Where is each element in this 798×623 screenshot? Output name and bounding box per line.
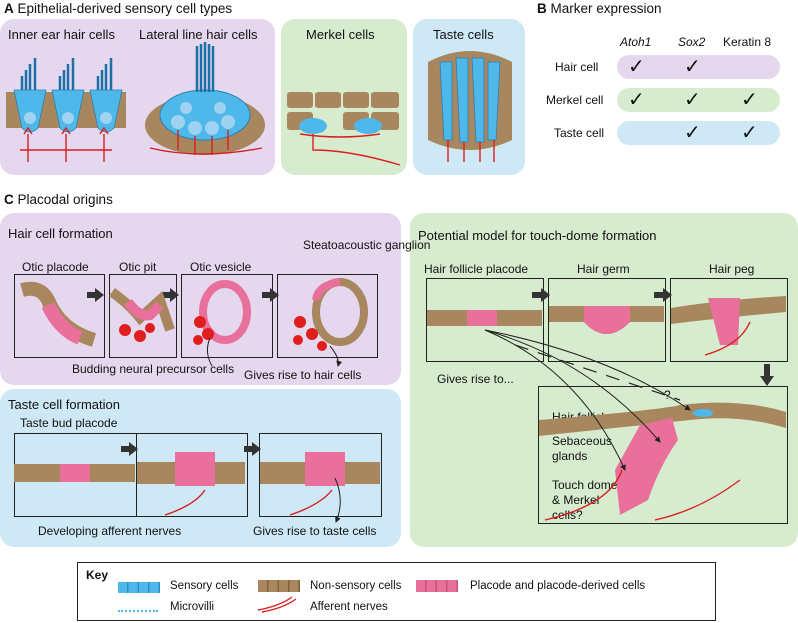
outcome-sebaceous: Sebaceous glands	[552, 434, 613, 463]
stage-otic-placode: Otic placode	[22, 260, 89, 274]
taste-stage3-box	[259, 433, 382, 517]
key-nerve-label: Afferent nerves	[310, 601, 388, 613]
annotation-budding: Budding neural precursor cells	[72, 362, 235, 376]
otic-vesicle-box	[181, 274, 273, 358]
row-label-taste: Taste cell	[554, 126, 605, 140]
otic-pit-box	[109, 274, 177, 358]
taste-cells-panel	[413, 19, 525, 175]
stage-hair-follicle-placode: Hair follicle placode	[424, 262, 529, 276]
panel-b-heading: B Marker expression	[537, 1, 662, 16]
key-microvilli-swatch	[118, 602, 158, 612]
taste-stage2-box	[136, 433, 248, 517]
lateral-line-hair-cells-label: Lateral line hair cells	[139, 27, 258, 42]
stage-hair-peg: Hair peg	[709, 262, 755, 276]
stage-taste-placode: Taste bud placode	[20, 416, 118, 430]
question-mark: ?	[664, 388, 671, 402]
marker-row-merkel	[617, 88, 780, 112]
key-nonsensory-swatch	[258, 580, 300, 592]
key-placode-label: Placode and placode-derived cells	[470, 580, 646, 592]
key-box	[77, 562, 716, 621]
hair-germ-box	[548, 278, 666, 362]
annotation-afferent: Developing afferent nerves	[38, 524, 182, 538]
check-hair-sox2: ✓	[684, 56, 701, 78]
marker-row-hair	[617, 55, 780, 79]
annotation-hair-cells: Gives rise to hair cells	[244, 368, 362, 382]
hair-cell-types-panel	[0, 19, 275, 175]
key-title: Key	[86, 568, 109, 582]
panel-c-heading: C Placodal origins	[4, 192, 113, 207]
key-sensory-label: Sensory cells	[170, 580, 239, 592]
check-merkel-keratin8: ✓	[741, 89, 758, 111]
ganglion-box	[277, 274, 378, 358]
stage-otic-pit: Otic pit	[119, 260, 157, 274]
key-placode-swatch	[416, 580, 458, 592]
taste-placode-box	[14, 433, 137, 517]
outcome-hair-follicles: Hair follicles	[552, 410, 617, 424]
hair-peg-box	[670, 278, 788, 362]
panel-a-heading: A Epithelial-derived sensory cell types	[4, 1, 233, 16]
marker-row-taste	[617, 121, 780, 145]
row-label-merkel: Merkel cell	[546, 93, 604, 107]
row-label-hair: Hair cell	[555, 60, 599, 74]
taste-formation-title: Taste cell formation	[8, 397, 120, 412]
stage-otic-vesicle: Otic vesicle	[190, 260, 252, 274]
key-microvilli-label: Microvilli	[170, 601, 215, 613]
annotation-taste-cells: Gives rise to taste cells	[253, 524, 377, 538]
merkel-cells-panel	[281, 19, 407, 175]
key-sensory-swatch	[118, 582, 160, 593]
check-taste-sox2: ✓	[684, 122, 701, 144]
hair-follicle-placode-box	[426, 278, 544, 362]
otic-placode-box	[14, 274, 105, 358]
col-atoh1: Atoh1	[620, 35, 652, 49]
key-nonsensory-label: Non-sensory cells	[310, 580, 402, 592]
col-keratin8: Keratin 8	[723, 35, 772, 49]
stage-ganglion: Steatoacoustic ganglion	[303, 238, 431, 252]
check-merkel-atoh1: ✓	[628, 89, 645, 111]
touch-dome-title: Potential model for touch-dome formation	[418, 228, 657, 243]
stage-hair-germ: Hair germ	[577, 262, 630, 276]
inner-ear-hair-cells-label: Inner ear hair cells	[8, 27, 115, 42]
check-taste-keratin8: ✓	[741, 122, 758, 144]
gives-rise-to-label: Gives rise to...	[437, 372, 514, 386]
col-sox2: Sox2	[678, 35, 706, 49]
taste-cells-label: Taste cells	[433, 27, 494, 42]
hair-formation-title: Hair cell formation	[8, 226, 113, 241]
outcome-touch-domes: Touch domes & Merkel cells?	[552, 478, 624, 522]
check-hair-atoh1: ✓	[628, 56, 645, 78]
merkel-cells-label: Merkel cells	[306, 27, 375, 42]
check-merkel-sox2: ✓	[684, 89, 701, 111]
